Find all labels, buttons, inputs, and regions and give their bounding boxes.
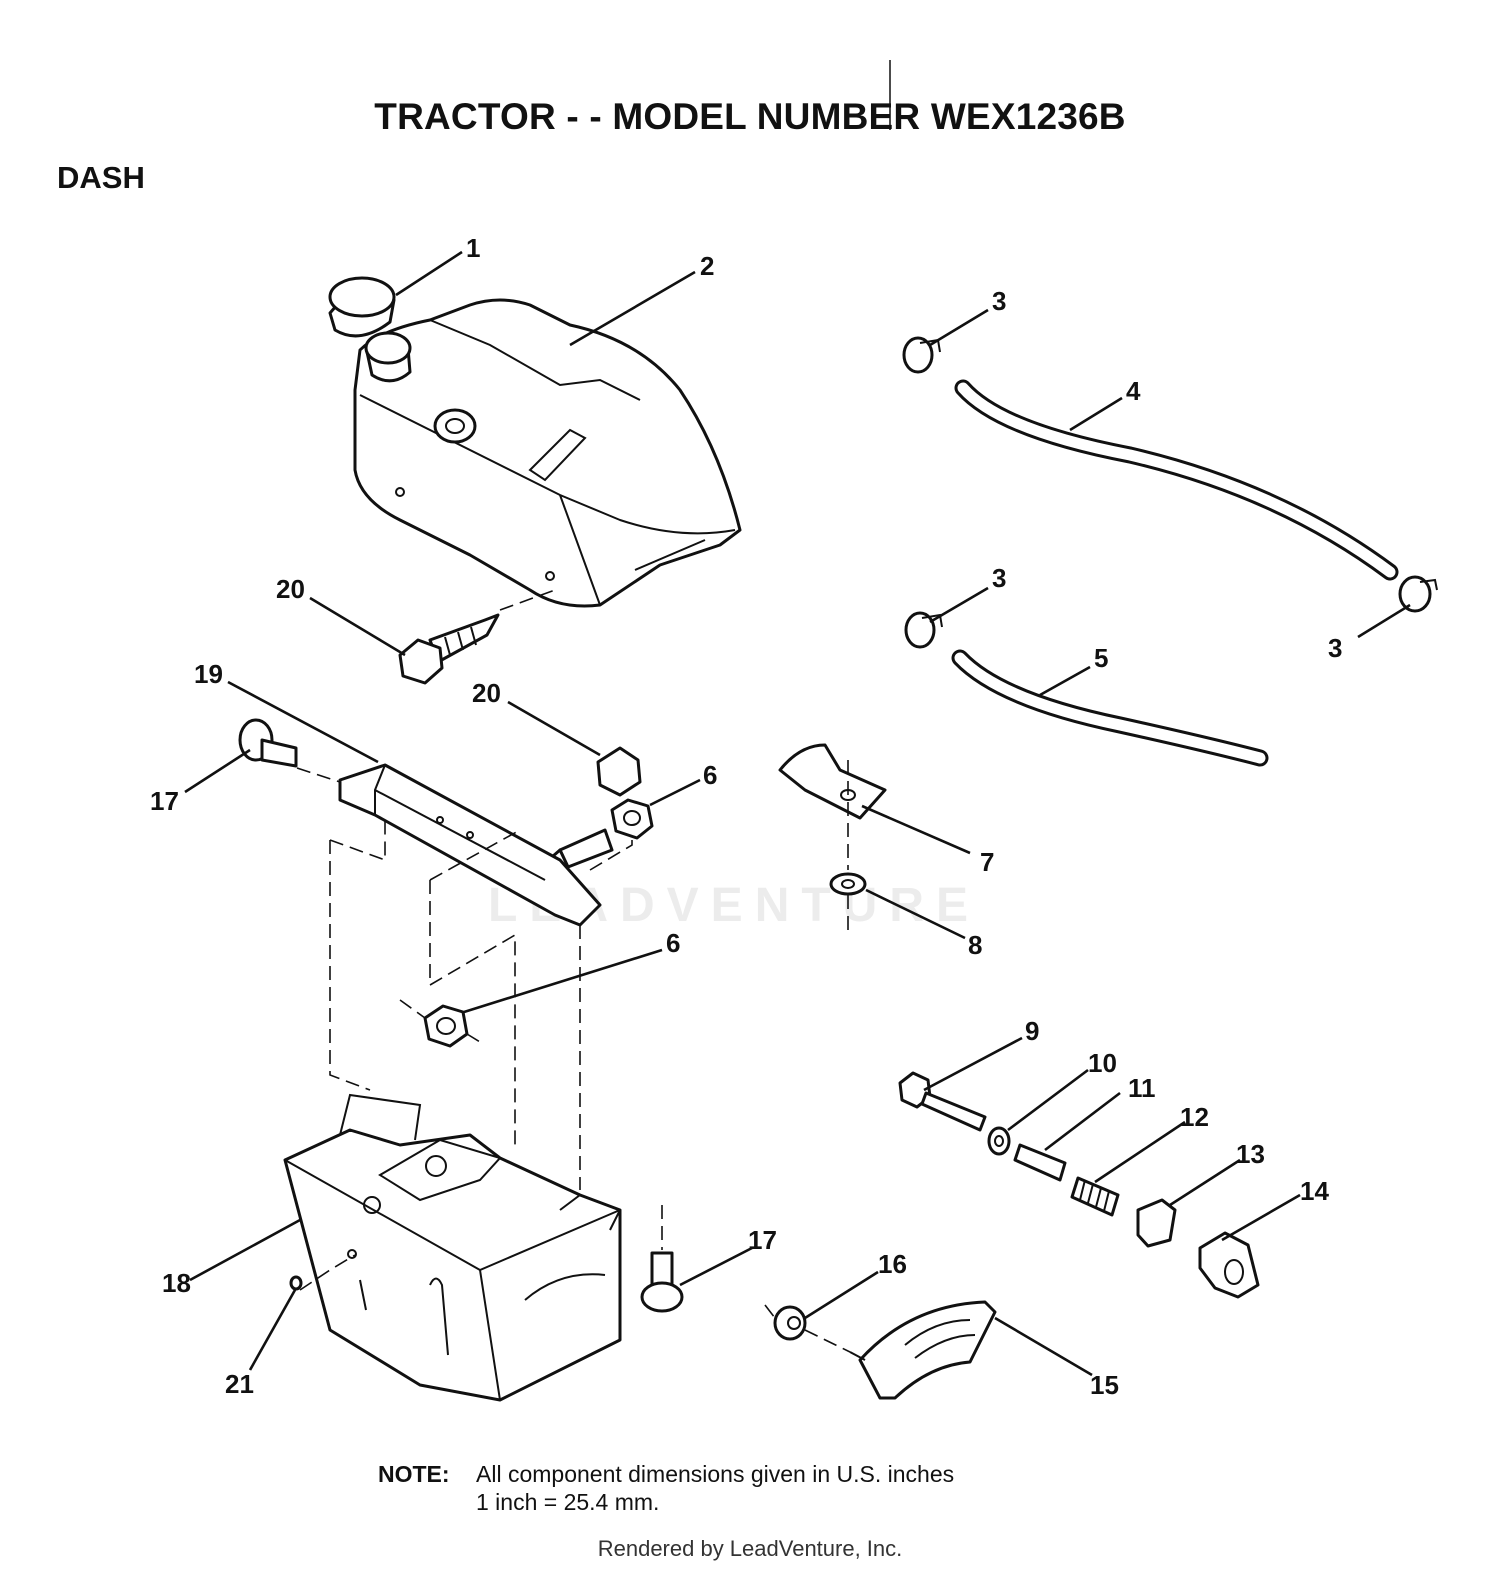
flange-nut-part [773,1305,807,1341]
fuel-hose-long-part [954,379,1399,581]
callout-6a: 6 [703,760,717,790]
callout-8: 8 [968,930,982,960]
callout-6b: 6 [666,928,680,958]
bolt-washer-part [987,1126,1011,1156]
callout-3b: 3 [992,563,1006,593]
callout-14: 14 [1300,1176,1329,1206]
callout-numbers: 1 2 3 4 3 3 5 20 19 20 6 17 7 8 6 9 10 1… [150,233,1342,1400]
callout-17b: 17 [748,1225,777,1255]
fuel-neck-part [364,331,412,383]
fuel-hose-short-part [951,649,1269,767]
callout-1: 1 [466,233,480,263]
callout-13: 13 [1236,1139,1265,1169]
throttle-bracket-part [1198,1231,1260,1299]
callout-12: 12 [1180,1102,1209,1132]
assembly-guide-lines [296,589,851,1353]
spacer-tube-part [1013,1143,1067,1182]
fuel-tank-part [353,298,742,608]
note-line-2: 1 inch = 25.4 mm. [476,1489,660,1515]
callout-20b: 20 [472,678,501,708]
callout-3c: 3 [1328,633,1342,663]
dash-panel-part [283,1093,622,1402]
fuel-cap-part [328,276,396,338]
hex-nut-part-b [423,1004,469,1048]
callout-16: 16 [878,1249,907,1279]
friction-pad-part [1136,1198,1177,1248]
carriage-bolt-part-a [238,718,298,768]
callout-18: 18 [162,1268,191,1298]
callout-19: 19 [194,659,223,689]
dimension-note: NOTE: All component dimensions given in U… [378,1460,954,1516]
tank-screw-part [398,613,500,685]
flat-washer-part [829,872,867,896]
carriage-bolt-part-b [640,1251,684,1313]
callout-15: 15 [1090,1370,1119,1400]
callout-5: 5 [1094,643,1108,673]
section-heading: DASH [57,160,145,195]
dash-bracket-rail-part [338,763,602,927]
note-line-1: All component dimensions given in U.S. i… [476,1461,955,1487]
callout-4: 4 [1126,376,1141,406]
throttle-plate-part [849,1300,997,1400]
hex-nut-part-a [610,798,654,840]
hex-bolt-part [898,1071,987,1132]
footer-credit: Rendered by LeadVenture, Inc. [597,1536,903,1561]
compression-spring-part [1070,1176,1120,1217]
callout-11: 11 [1128,1073,1156,1103]
page-title: TRACTOR - - MODEL NUMBER WEX1236B [374,96,1126,137]
callout-20a: 20 [276,574,305,604]
leader-lines [184,250,1411,1377]
callout-9: 9 [1025,1016,1039,1046]
callout-7: 7 [980,847,994,877]
hose-clamp-part-c [1398,575,1438,613]
push-nut-part [289,1275,303,1291]
hose-clip-part [778,743,887,820]
callout-10: 10 [1088,1048,1117,1078]
callout-17a: 17 [150,786,179,816]
callout-2: 2 [700,251,714,281]
callout-3a: 3 [992,286,1006,316]
callout-21: 21 [225,1369,254,1399]
note-label: NOTE: [378,1461,450,1487]
